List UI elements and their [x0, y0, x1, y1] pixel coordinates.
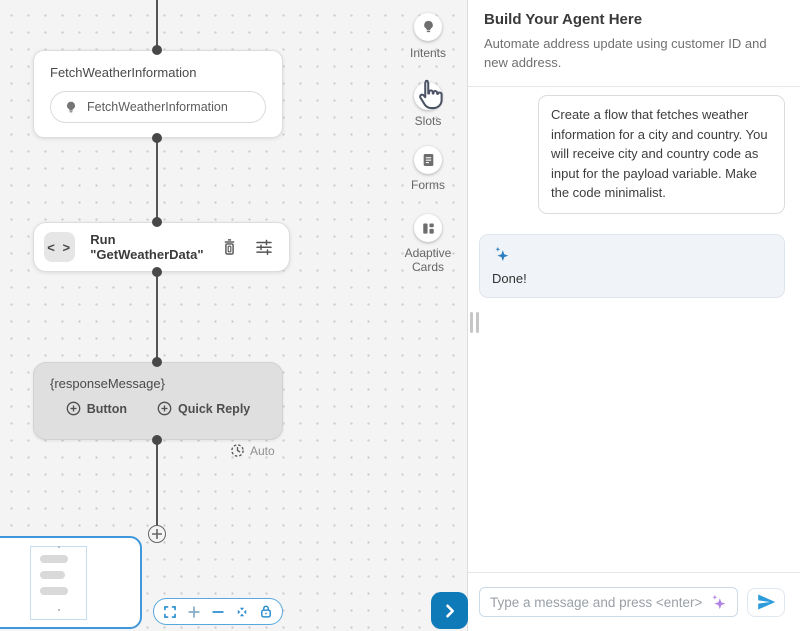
lightbulb-icon — [64, 100, 78, 115]
delete-icon[interactable] — [221, 238, 238, 256]
palette-intents-button[interactable] — [414, 13, 442, 41]
chevron-right-icon — [445, 604, 454, 617]
user-message-bubble: Create a flow that fetches weather infor… — [538, 95, 785, 214]
fullscreen-icon[interactable] — [162, 604, 178, 620]
fit-view-icon[interactable] — [234, 604, 250, 620]
agent-assistant-panel: Build Your Agent Here Automate address u… — [467, 0, 800, 631]
palette-adaptive-cards-label: Adaptive Cards — [404, 246, 452, 274]
connector-port — [152, 45, 162, 55]
assistant-message-text: Done! — [492, 270, 527, 286]
connector-port — [152, 357, 162, 367]
minimap-viewport[interactable] — [30, 546, 87, 620]
send-plane-icon — [757, 594, 775, 610]
code-icon: < > — [44, 232, 76, 262]
add-button-action[interactable]: Button — [66, 401, 127, 416]
auto-mode-badge: Auto — [230, 443, 275, 458]
form-document-icon — [423, 154, 433, 166]
node-response-message[interactable]: {responseMessage} Button — [33, 362, 283, 440]
assistant-message-bubble: Done! — [479, 233, 785, 298]
panel-subtitle: Automate address update using customer I… — [484, 36, 767, 70]
minimap-node-dot — [58, 609, 60, 611]
composer-input-wrap[interactable] — [479, 587, 738, 617]
timer-auto-icon — [230, 443, 245, 458]
connector-port — [152, 133, 162, 143]
connector-port — [152, 435, 162, 445]
node-title: {responseMessage} — [50, 376, 165, 391]
minimap-node-dot — [58, 546, 60, 548]
plus-circle-icon — [157, 401, 172, 416]
node-title: FetchWeatherInformation — [50, 65, 197, 80]
palette-intents-label: Intents — [409, 46, 447, 60]
expand-panel-button[interactable] — [431, 592, 468, 629]
minimap[interactable] — [0, 536, 142, 629]
minimap-node — [40, 587, 68, 595]
tune-settings-icon[interactable] — [255, 238, 273, 256]
sparkle-ai-icon — [492, 244, 772, 264]
add-quick-reply-label: Quick Reply — [178, 401, 251, 416]
sparkle-magic-icon[interactable] — [709, 592, 729, 612]
adaptive-cards-icon — [422, 222, 434, 234]
palette-adaptive-cards-button[interactable] — [414, 214, 442, 242]
lock-icon[interactable] — [258, 604, 274, 620]
connector-port — [152, 217, 162, 227]
zoom-in-icon[interactable] — [186, 604, 202, 620]
message-input[interactable] — [490, 594, 709, 610]
auto-mode-label: Auto — [250, 443, 275, 458]
add-quick-reply-action[interactable]: Quick Reply — [157, 401, 250, 416]
flow-canvas[interactable]: FetchWeatherInformation FetchWeatherInfo… — [0, 0, 468, 631]
minimap-node — [40, 555, 68, 563]
panel-title: Build Your Agent Here — [484, 11, 643, 28]
node-fetch-weather-information[interactable]: FetchWeatherInformation FetchWeatherInfo… — [33, 50, 283, 138]
add-button-label: Button — [86, 401, 127, 416]
plus-circle-icon — [66, 401, 81, 416]
canvas-zoom-toolbar — [153, 598, 283, 625]
connector-port — [152, 267, 162, 277]
intent-pill[interactable]: FetchWeatherInformation — [50, 91, 266, 123]
palette-slots-label: Slots — [414, 114, 442, 128]
palette-forms-button[interactable] — [414, 146, 442, 174]
add-node-button[interactable] — [148, 525, 166, 543]
panel-resize-handle[interactable] — [470, 312, 479, 333]
node-run-getweatherdata[interactable]: < > Run "GetWeatherData" — [33, 222, 290, 272]
panel-header: Build Your Agent Here Automate address u… — [468, 0, 800, 87]
palette-forms-label: Forms — [411, 178, 445, 192]
send-button[interactable] — [747, 587, 785, 617]
minimap-node — [40, 571, 65, 579]
zoom-out-icon[interactable] — [210, 604, 226, 620]
message-composer — [468, 572, 800, 631]
hand-pointer-cursor — [411, 76, 447, 114]
lightbulb-icon — [423, 20, 433, 33]
code-node-label: Run "GetWeatherData" — [90, 232, 204, 262]
chat-message-list: Create a flow that fetches weather infor… — [468, 81, 800, 572]
intent-pill-label: FetchWeatherInformation — [87, 100, 228, 114]
